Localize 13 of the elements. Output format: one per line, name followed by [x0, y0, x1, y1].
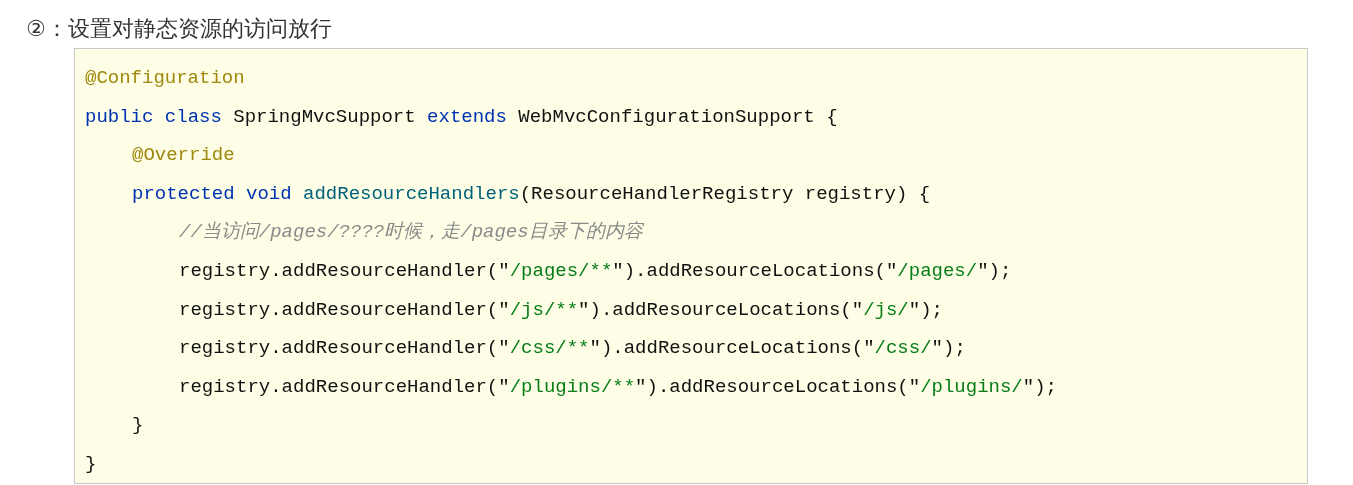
code-line: registry.addResourceHandler("/plugins/**").addResourceLocations("/plugins/");: [179, 374, 1057, 400]
code-line: protected void addResourceHandlers(ResourceHandlerRegistry registry) {: [132, 181, 931, 207]
code-line: registry.addResourceHandler("/css/**").addResourceLocations("/css/");: [179, 336, 966, 362]
code-block: [74, 48, 1308, 484]
code-line: }: [85, 451, 97, 477]
code-comment: //当访问/pages/????时候，走/pages目录下的内容: [179, 220, 643, 246]
code-line: registry.addResourceHandler("/js/**").addResourceLocations("/js/");: [179, 297, 943, 323]
code-line: }: [132, 413, 144, 439]
heading: ②：设置对静态资源的访问放行: [26, 15, 332, 43]
code-line: public class SpringMvcSupport extends WebMvcConfigurationSupport {: [85, 104, 838, 130]
code-line: @Override: [132, 143, 235, 169]
code-line: @Configuration: [85, 66, 245, 91]
code-line: registry.addResourceHandler("/pages/**").addResourceLocations("/pages/");: [179, 258, 1012, 284]
